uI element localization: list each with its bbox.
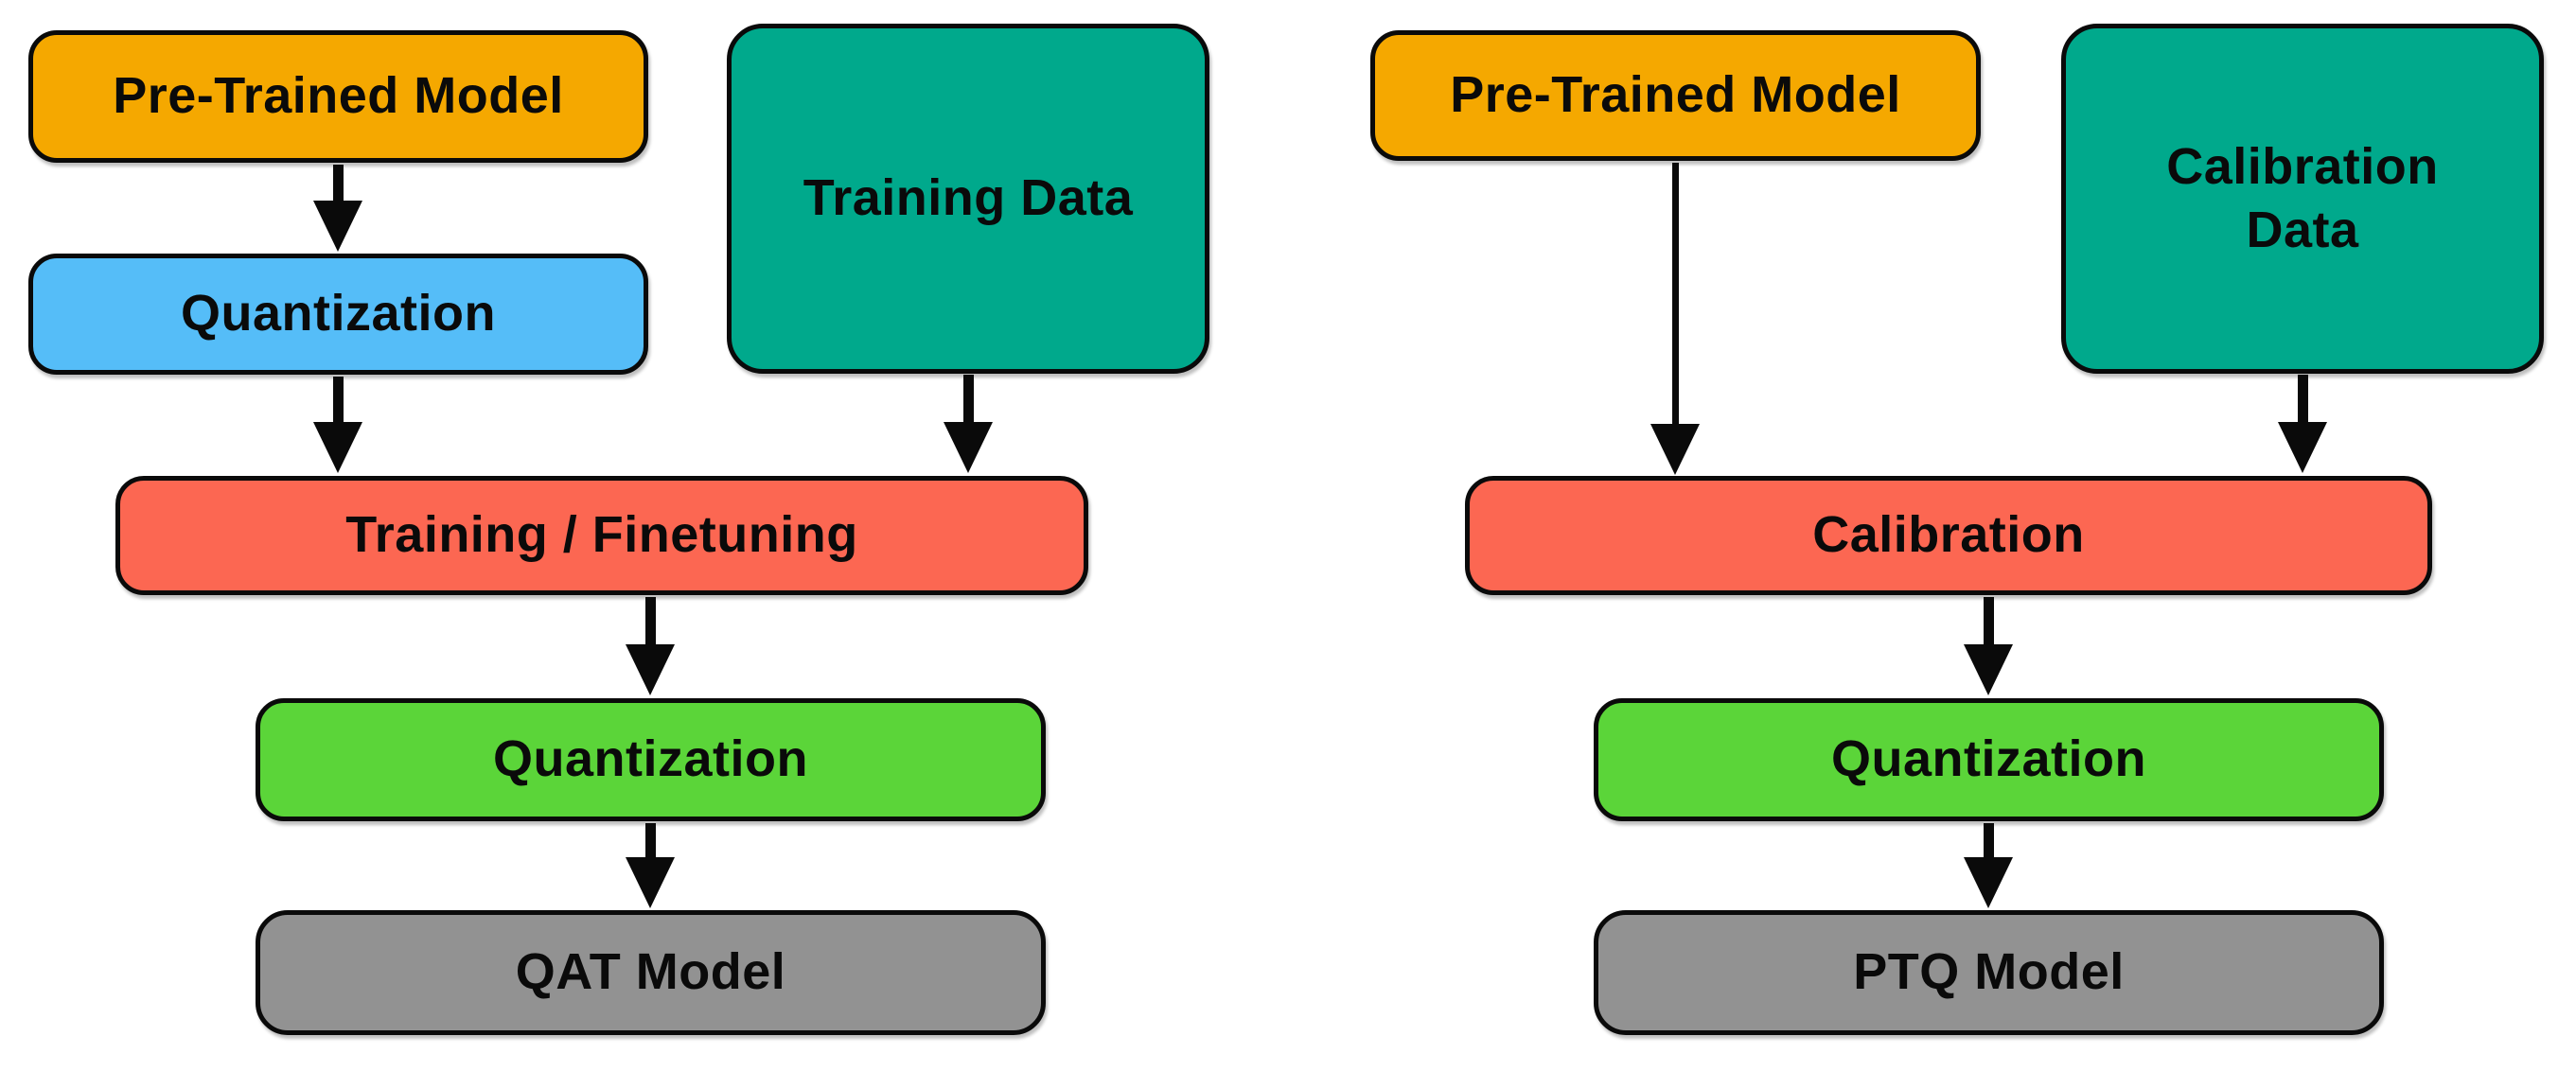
arrow-stem	[2297, 375, 2308, 422]
arrow-head-icon	[1964, 644, 2013, 695]
node-ptq-quantization: Quantization	[1594, 698, 2384, 821]
arrow-stem	[332, 165, 344, 201]
node-ptq-calibration-data-label: Calibration Data	[2166, 137, 2439, 259]
node-qat-pre-trained-model: Pre-Trained Model	[28, 30, 648, 163]
arrow-head-icon	[2278, 422, 2327, 473]
arrow-head-icon	[1964, 857, 2013, 908]
arrow-ptq-calibration-to-quantization	[1964, 597, 2013, 695]
arrow-qat-pretrained-to-quantization	[313, 165, 362, 252]
arrow-qat-quantization-to-model	[626, 823, 675, 908]
node-qat-quantization-top-label: Quantization	[181, 285, 496, 343]
arrow-ptq-calibrationdata-to-calibration	[2278, 375, 2327, 473]
node-ptq-model: PTQ Model	[1594, 910, 2384, 1035]
arrow-head-icon	[313, 422, 362, 473]
node-qat-quantization-bottom-label: Quantization	[493, 730, 808, 788]
arrow-stem	[1671, 163, 1679, 424]
node-ptq-pre-trained-model-label: Pre-Trained Model	[1450, 66, 1901, 124]
node-qat-training-finetuning-label: Training / Finetuning	[345, 506, 858, 564]
node-qat-training-data-label: Training Data	[803, 169, 1134, 227]
arrow-head-icon	[313, 201, 362, 252]
arrow-ptq-quantization-to-model	[1964, 823, 2013, 908]
arrow-stem	[1983, 597, 1994, 644]
arrow-stem	[644, 823, 656, 857]
arrow-head-icon	[626, 857, 675, 908]
arrow-stem	[332, 377, 344, 422]
arrow-stem	[1983, 823, 1994, 857]
node-ptq-quantization-label: Quantization	[1831, 730, 2146, 788]
arrow-ptq-pretrained-to-calibration	[1650, 163, 1700, 475]
node-qat-quantization-bottom: Quantization	[256, 698, 1046, 821]
node-qat-model: QAT Model	[256, 910, 1046, 1035]
arrow-qat-trainingdata-to-training	[944, 375, 993, 473]
node-qat-training-data: Training Data	[727, 24, 1209, 374]
arrow-stem	[962, 375, 974, 422]
arrow-head-icon	[626, 644, 675, 695]
arrow-qat-training-to-quantization	[626, 597, 675, 695]
arrow-stem	[644, 597, 656, 644]
node-ptq-calibration: Calibration	[1465, 476, 2432, 595]
node-ptq-calibration-data: Calibration Data	[2061, 24, 2544, 374]
node-qat-model-label: QAT Model	[515, 943, 786, 1001]
node-ptq-calibration-label: Calibration	[1812, 506, 2085, 564]
node-ptq-pre-trained-model: Pre-Trained Model	[1370, 30, 1981, 161]
node-qat-quantization-top: Quantization	[28, 254, 648, 375]
arrow-qat-quantization-to-training	[313, 377, 362, 473]
arrow-head-icon	[1650, 424, 1700, 475]
node-ptq-model-label: PTQ Model	[1853, 943, 2125, 1001]
node-qat-training-finetuning: Training / Finetuning	[115, 476, 1088, 595]
node-qat-pre-trained-model-label: Pre-Trained Model	[113, 67, 564, 125]
arrow-head-icon	[944, 422, 993, 473]
